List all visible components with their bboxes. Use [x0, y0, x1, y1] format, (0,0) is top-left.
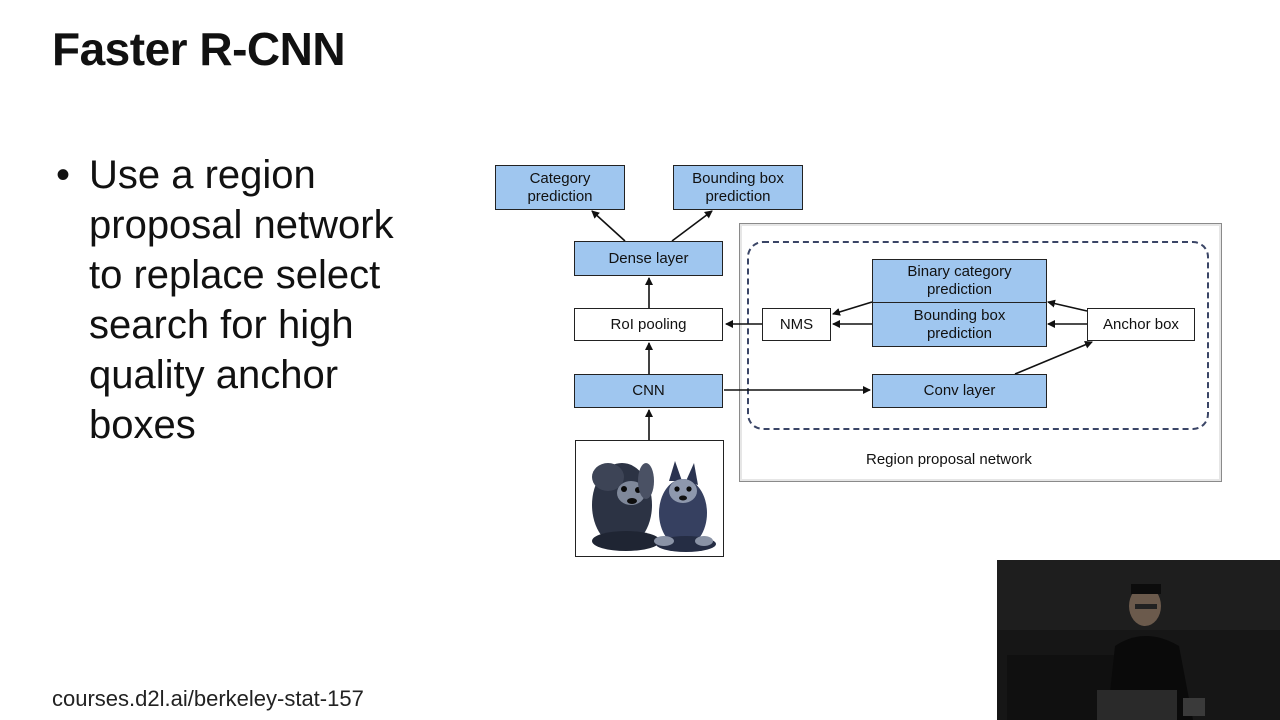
rpn-label: Region proposal network [866, 451, 1032, 468]
arrow-dense-to-category [591, 210, 626, 242]
arrow-anchor-to-binary [1047, 299, 1088, 312]
nms-box: NMS [762, 308, 831, 341]
bbox-prediction-box: Bounding box prediction [673, 165, 803, 210]
input-image-dogs [575, 440, 724, 557]
arrow-binary-to-nms [832, 301, 873, 316]
slide-title: Faster R-CNN [52, 23, 346, 75]
category-prediction-box: Category prediction [495, 165, 625, 210]
dense-layer-box: Dense layer [574, 241, 723, 276]
roi-pooling-box: RoI pooling [574, 308, 723, 341]
anchor-box-box: Anchor box [1087, 308, 1195, 341]
bbox-prediction-rpn-box: Bounding box prediction [872, 302, 1047, 347]
arrow-conv-to-anchor [1014, 340, 1093, 375]
arrow-dense-to-bbox [671, 210, 713, 242]
cnn-box: CNN [574, 374, 723, 408]
conv-layer-box: Conv layer [872, 374, 1047, 408]
bullet-text: Use a region proposal network to replace… [89, 153, 394, 447]
lecturer-webcam-video [997, 560, 1280, 720]
rpn-dashed-frame [747, 241, 1209, 430]
course-url-footer: courses.d2l.ai/berkeley-stat-157 [52, 686, 364, 711]
rpn-outer-frame [739, 223, 1222, 482]
lecturer-figure-icon [997, 560, 1280, 720]
binary-category-prediction-box: Binary category prediction [872, 259, 1047, 303]
bullet-marker: • [56, 153, 71, 197]
dogs-image-icon [576, 441, 723, 556]
